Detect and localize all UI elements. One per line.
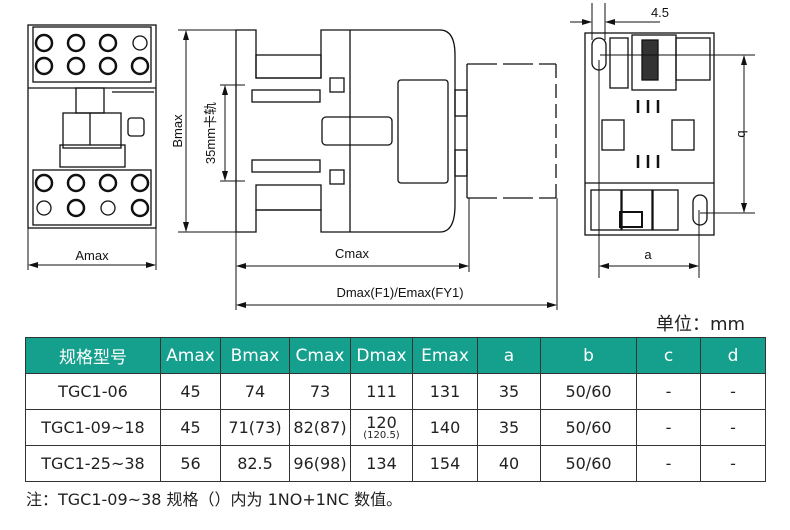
cell-b: 50/60 [540,409,637,446]
header-dmax: Dmax [350,337,413,374]
table-row: TGC1-06 45 74 73 111 131 35 50/60 - - [25,373,766,410]
rail-dimension: 35mm卡轨 [203,84,245,182]
dim-b-label: b [735,130,750,137]
cell-dmax-main: 120 [366,413,397,432]
cell-model: TGC1-09~18 [25,409,161,446]
cell-bmax: 74 [220,373,290,410]
table-row: TGC1-25~38 56 82.5 96(98) 134 154 40 50/… [25,445,766,482]
cell-dmax: 134 [350,445,413,482]
cell-d: - [700,445,766,482]
dmax-emax-label: Dmax(F1)/Emax(FY1) [336,285,463,300]
cell-c: - [636,409,701,446]
dim-b: b [600,54,755,214]
side-view [235,29,557,233]
cell-b: 50/60 [540,373,637,410]
header-bmax: Bmax [220,337,290,374]
cell-a: 35 [477,409,541,446]
cell-bmax: 71(73) [220,409,290,446]
dmax-emax-dimension: Dmax(F1)/Emax(FY1) [236,198,558,310]
header-b: b [540,337,637,374]
footnote: 注：TGC1-09~38 规格（）内为 1NO+1NC 数值。 [26,490,403,509]
header-amax: Amax [160,337,221,374]
cell-amax: 45 [160,373,221,410]
cell-dmax-sub: (120.5) [363,430,400,441]
cell-a: 35 [477,373,541,410]
cmax-label: Cmax [335,246,369,261]
cell-d: - [700,409,766,446]
header-a: a [477,337,541,374]
dim-a: a [598,60,700,278]
cell-d: - [700,373,766,410]
header-c: c [636,337,701,374]
table-row: TGC1-09~18 45 71(73) 82(87) 120 (120.5) … [25,409,766,446]
dimension-table: 规格型号 Amax Bmax Cmax Dmax Emax a b c d TG… [25,337,766,482]
cell-model: TGC1-25~38 [25,445,161,482]
dim-a-label: a [644,247,652,262]
contactor-dimension-drawing: Amax Bmax 35mm卡轨 Cmax [27,3,755,310]
cell-cmax: 96(98) [289,445,351,482]
dim-4-5: 4.5 [570,3,669,40]
cell-c: - [636,373,701,410]
cell-emax: 140 [412,409,478,446]
cell-emax: 154 [412,445,478,482]
front-view [27,24,157,229]
dim-4-5-label: 4.5 [651,5,669,20]
header-model: 规格型号 [25,337,161,374]
header-cmax: Cmax [289,337,351,374]
cell-model: TGC1-06 [25,373,161,410]
cell-a: 40 [477,445,541,482]
cmax-dimension: Cmax [235,198,470,310]
cell-amax: 45 [160,409,221,446]
cell-dmax: 120 (120.5) [350,409,413,446]
cell-bmax: 82.5 [220,445,290,482]
terminal-screws-bottom [34,173,150,218]
terminal-screws-top [34,33,150,76]
unit-label: 单位：mm [656,314,746,335]
cell-cmax: 82(87) [289,409,351,446]
cell-cmax: 73 [289,373,351,410]
amax-dimension: Amax [27,228,157,270]
table-header-row: 规格型号 Amax Bmax Cmax Dmax Emax a b c d [25,337,766,374]
bmax-dimension: Bmax [170,29,236,233]
cell-c: - [636,445,701,482]
cell-dmax: 111 [350,373,413,410]
cell-emax: 131 [412,373,478,410]
cell-b: 50/60 [540,445,637,482]
header-emax: Emax [412,337,478,374]
header-d: d [700,337,766,374]
amax-label: Amax [75,248,109,263]
bmax-label: Bmax [170,114,185,148]
mounting-view [584,32,715,236]
cell-amax: 56 [160,445,221,482]
rail-label: 35mm卡轨 [203,102,218,164]
